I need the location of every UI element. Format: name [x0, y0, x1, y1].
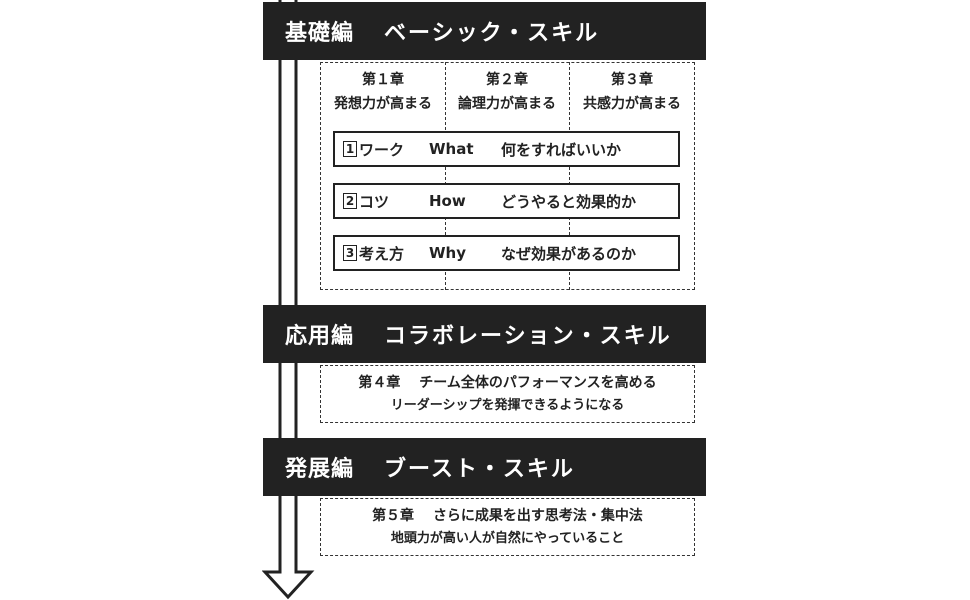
advanced-chapter: 第５章 さらに成果を出す思考法・集中法 地頭力が高い人が自然にやっていること	[320, 504, 695, 550]
advanced-chapter-line1: さらに成果を出す思考法・集中法	[432, 508, 643, 524]
section-applied-skill: コラボレーション・スキル	[384, 324, 672, 349]
chapter-2-number: 第２章	[486, 72, 528, 88]
row-tips-label: コツ	[359, 192, 390, 211]
section-applied-header: 応用編 コラボレーション・スキル	[263, 305, 706, 363]
applied-chapter: 第４章 チーム全体のパフォーマンスを高める リーダーシップを発揮できるようになる	[320, 371, 695, 417]
row-work-description: 何をすればいいか	[501, 140, 622, 159]
section-advanced-title: 発展編	[285, 457, 355, 482]
row-tips: 2 コツ How どうやると効果的か	[333, 183, 680, 219]
advanced-chapter-number: 第５章	[372, 508, 415, 524]
row-mindset-label: 考え方	[359, 244, 405, 263]
row-work: 1 ワーク What 何をすればいいか	[333, 131, 680, 167]
row-work-label: ワーク	[359, 140, 405, 159]
row-mindset-english: Why	[429, 244, 467, 262]
chapter-divider-1	[445, 62, 446, 290]
section-advanced-skill: ブースト・スキル	[384, 457, 575, 482]
row-mindset: 3 考え方 Why なぜ効果があるのか	[333, 235, 680, 271]
row-mindset-number: 3	[343, 245, 357, 261]
chapter-3-title: 共感力が高まる	[583, 96, 681, 112]
row-work-number: 1	[343, 141, 357, 157]
section-basic-skill: ベーシック・スキル	[384, 21, 600, 46]
chapter-divider-2	[569, 62, 570, 290]
row-tips-number: 2	[343, 193, 357, 209]
advanced-chapter-box	[320, 498, 695, 556]
section-basic-header: 基礎編 ベーシック・スキル	[263, 2, 706, 60]
chapter-2: 第２章 論理力が高まる	[446, 68, 568, 116]
flow-arrow	[262, 0, 315, 600]
chapter-3-number: 第３章	[611, 72, 653, 88]
applied-chapter-box	[320, 365, 695, 423]
applied-chapter-line1: チーム全体のパフォーマンスを高める	[419, 375, 657, 391]
row-tips-english: How	[429, 192, 466, 210]
chapter-3: 第３章 共感力が高まる	[570, 68, 694, 116]
section-basic-title: 基礎編	[285, 21, 355, 46]
row-mindset-description: なぜ効果があるのか	[501, 244, 637, 263]
basic-chapters-box	[320, 62, 695, 290]
section-advanced-header: 発展編 ブースト・スキル	[263, 438, 706, 496]
section-applied-title: 応用編	[285, 324, 355, 349]
applied-chapter-number: 第４章	[358, 375, 401, 391]
row-work-english: What	[429, 140, 474, 158]
advanced-chapter-line2: 地頭力が高い人が自然にやっていること	[390, 531, 625, 546]
applied-chapter-line2: リーダーシップを発揮できるようになる	[390, 398, 625, 413]
chapter-1: 第１章 発想力が高まる	[322, 68, 444, 116]
chapter-1-title: 発想力が高まる	[334, 96, 432, 112]
chapter-2-title: 論理力が高まる	[458, 96, 556, 112]
chapter-1-number: 第１章	[362, 72, 404, 88]
row-tips-description: どうやると効果的か	[501, 192, 637, 211]
